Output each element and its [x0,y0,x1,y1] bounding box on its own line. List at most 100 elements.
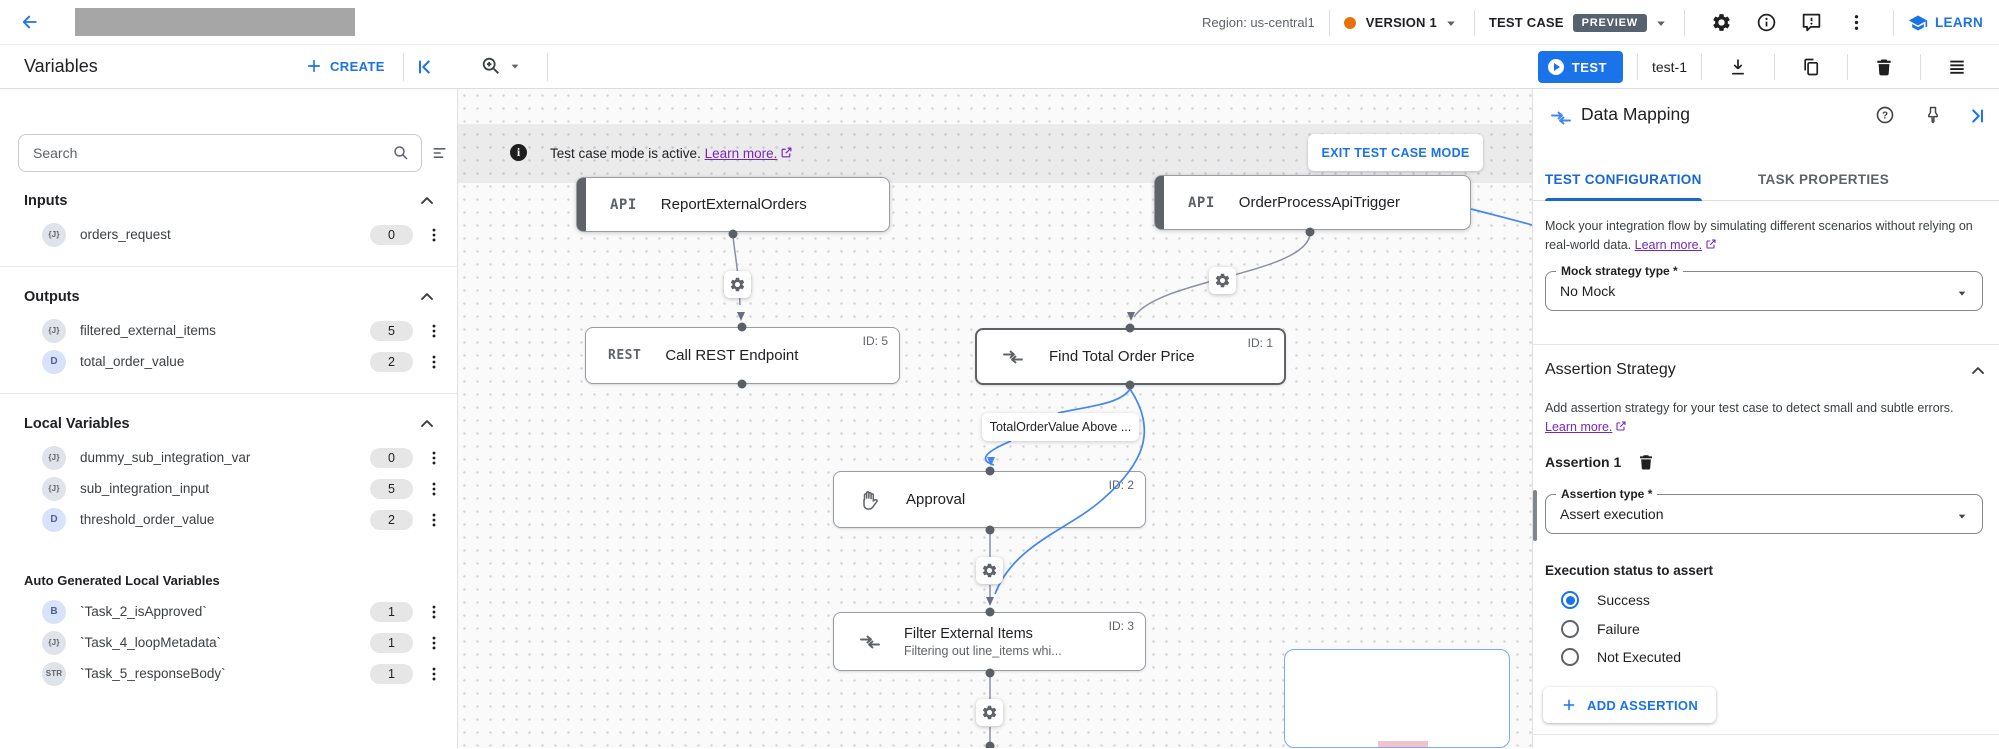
more-options-kebab-icon[interactable] [425,480,443,498]
divider [1636,54,1638,80]
settings-gear-icon[interactable] [1711,12,1732,33]
test-button[interactable]: TEST [1537,51,1623,83]
variable-name: `Task_4_loopMetadata` [80,635,222,650]
version-selector[interactable]: VERSION 1 [1343,14,1460,32]
selection-box [1284,649,1510,748]
page-title: Variables [24,56,98,76]
edge-config-gear-icon[interactable] [724,271,751,298]
variable-count-badge: 5 [370,320,413,341]
variable-row[interactable]: D total_order_value 2 [0,346,457,377]
scrollbar-thumb[interactable] [1533,490,1537,541]
edge-config-gear-icon[interactable] [1209,267,1236,294]
variable-row[interactable]: {J} `Task_4_loopMetadata` 1 [0,627,457,658]
delete-assertion-trash-icon[interactable] [1637,453,1655,471]
collapse-chevron-icon[interactable] [417,414,437,434]
variable-row[interactable]: STR `Task_5_responseBody` 1 [0,658,457,689]
chevron-down-icon [507,58,523,74]
log-list-icon[interactable] [1947,57,1967,77]
copy-icon[interactable] [1801,57,1821,77]
data-mapping-icon [1001,345,1025,369]
assertion-learn-more-link[interactable]: Learn more. [1545,420,1613,435]
learn-button[interactable]: LEARN [1908,13,1983,33]
back-arrow-icon[interactable] [20,12,40,32]
variable-row[interactable]: {J} dummy_sub_integration_var 0 [0,442,457,473]
add-assertion-button[interactable]: ADD ASSERTION [1543,687,1717,723]
collapse-chevron-icon[interactable] [417,287,437,307]
info-filled-icon: i [510,144,527,161]
edge-config-gear-icon[interactable] [976,557,1003,584]
collapse-chevron-icon[interactable] [417,191,437,211]
more-options-kebab-icon[interactable] [1846,12,1867,33]
assertion-type-select[interactable]: Assertion type * Assert execution [1545,487,1983,534]
test-case-name: test-1 [1651,59,1687,75]
plus-icon [305,57,323,75]
tab-test-configuration[interactable]: TEST CONFIGURATION [1545,159,1702,201]
more-options-kebab-icon[interactable] [425,603,443,621]
more-options-kebab-icon[interactable] [425,449,443,467]
more-options-kebab-icon[interactable] [425,353,443,371]
integration-flow-canvas[interactable]: i Test case mode is active. Learn more. … [458,89,1532,748]
variable-count-badge: 1 [370,663,413,684]
more-options-kebab-icon[interactable] [425,226,443,244]
test-case-label: TEST CASE [1488,15,1564,30]
node-report-external-orders[interactable]: API ReportExternalOrders [576,177,890,232]
close-panel-icon[interactable] [1965,105,1987,127]
learn-label: LEARN [1935,15,1983,30]
variable-count-badge: 1 [370,632,413,653]
search-input[interactable] [18,134,422,172]
divider [403,53,404,81]
version-status-dot [1343,16,1356,29]
feedback-icon[interactable] [1801,12,1822,33]
node-approval[interactable]: Approval ID: 2 [833,471,1146,528]
more-options-kebab-icon[interactable] [425,665,443,683]
variables-sidebar: Inputs {J} orders_request 0 Outputs {J} … [0,89,458,748]
node-filter-external-items[interactable]: Filter External Items Filtering out line… [833,612,1146,671]
mock-learn-more-link[interactable]: Learn more. [1634,238,1703,253]
more-options-kebab-icon[interactable] [425,634,443,652]
node-order-process-api-trigger[interactable]: API OrderProcessApiTrigger [1154,175,1471,230]
zoom-control[interactable] [480,55,523,77]
banner-learn-more-link[interactable]: Learn more. [704,146,778,161]
variable-name: filtered_external_items [80,323,216,338]
variable-row[interactable]: {J} filtered_external_items 5 [0,315,457,346]
collapse-sidebar-icon[interactable] [415,56,437,78]
app-top-bar: Region: us-central1 VERSION 1 TEST CASE … [0,0,1999,45]
variable-row[interactable]: {J} orders_request 0 [0,219,457,250]
test-case-selector[interactable]: TEST CASE PREVIEW [1488,13,1670,32]
data-mapping-icon [858,630,882,654]
variable-row[interactable]: B `Task_2_isApproved` 1 [0,596,457,627]
sort-icon[interactable] [431,143,451,163]
info-icon[interactable] [1756,12,1777,33]
variable-name: sub_integration_input [80,481,210,496]
assertion-strategy-heading: Assertion Strategy [1545,361,1676,378]
mock-description: Mock your integration flow by simulating… [1545,219,1973,253]
more-options-kebab-icon[interactable] [425,511,443,529]
api-tag: API [610,196,637,213]
redacted-title [75,8,355,36]
chevron-down-icon [1652,14,1670,32]
variable-row[interactable]: D threshold_order_value 2 [0,504,457,535]
edge-config-gear-icon[interactable] [976,699,1003,726]
variable-count-badge: 2 [370,509,413,530]
exit-test-case-mode-button[interactable]: EXIT TEST CASE MODE [1308,134,1483,171]
node-call-rest-endpoint[interactable]: REST Call REST Endpoint ID: 5 [585,327,900,384]
help-icon[interactable] [1875,105,1895,125]
node-title: Filter External Items [904,625,1033,642]
create-variable-button[interactable]: CREATE [305,57,385,75]
collapse-chevron-icon[interactable] [1968,361,1988,381]
more-options-kebab-icon[interactable] [425,322,443,340]
radio-button [1561,648,1579,666]
pin-icon[interactable] [1923,105,1943,125]
tab-task-properties[interactable]: TASK PROPERTIES [1758,172,1890,187]
execution-status-radio[interactable]: Failure [1543,619,1640,638]
variable-type-badge: D [42,507,66,532]
node-find-total-order-price[interactable]: Find Total Order Price ID: 1 [975,328,1286,385]
execution-status-radio[interactable]: Success [1543,591,1650,609]
variable-row[interactable]: {J} sub_integration_input 5 [0,473,457,504]
mock-strategy-select[interactable]: Mock strategy type * No Mock [1545,264,1983,311]
execution-status-radio[interactable]: Not Executed [1543,648,1681,666]
variable-type-badge: {J} [42,476,66,501]
delete-trash-icon[interactable] [1874,57,1894,77]
download-icon[interactable] [1728,57,1748,77]
variable-name: dummy_sub_integration_var [80,450,251,465]
